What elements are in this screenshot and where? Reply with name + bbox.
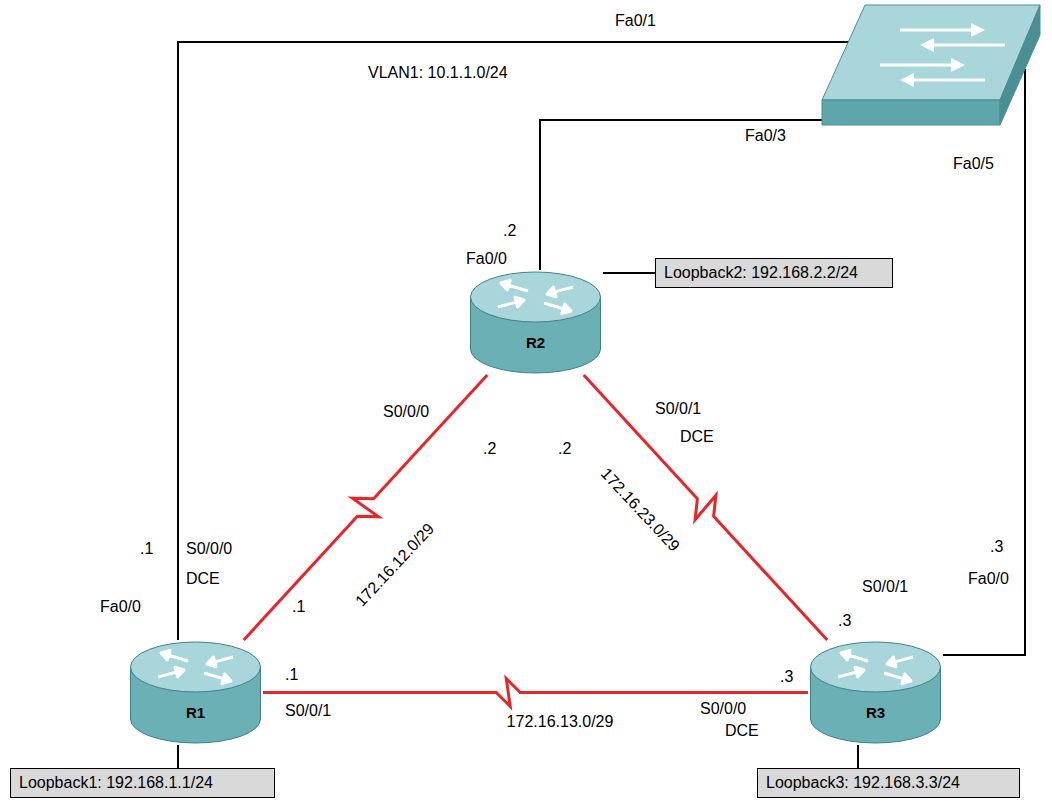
serial-link <box>244 375 488 640</box>
interface-label: Fa0/0 <box>968 570 1009 588</box>
interface-label: .1 <box>285 666 298 684</box>
router-shape <box>128 640 263 745</box>
interface-label: S0/0/0 <box>186 540 232 558</box>
ethernet-wire <box>540 120 822 270</box>
ethernet-wire <box>178 42 848 640</box>
interface-label: .1 <box>292 598 305 616</box>
subnet-label: 172.16.13.0/29 <box>507 713 614 731</box>
switch-side <box>1000 5 1040 125</box>
serial-link <box>584 375 828 640</box>
switch-front <box>822 100 1000 125</box>
loopback-address: Loopback2: 192.168.2.2/24 <box>664 264 858 282</box>
router-icon: R3 <box>808 640 943 745</box>
router-name: R3 <box>808 704 943 722</box>
interface-label: S0/0/1 <box>285 702 331 720</box>
subnet-label: 172.16.12.0/29 <box>352 520 438 610</box>
router-shape <box>468 270 603 375</box>
loopback-address: Loopback1: 192.168.1.1/24 <box>19 774 213 792</box>
loopback-address: Loopback3: 192.168.3.3/24 <box>766 774 960 792</box>
interface-label: DCE <box>186 570 220 588</box>
interface-label: Fa0/0 <box>100 598 141 616</box>
interface-label: .2 <box>483 440 496 458</box>
loopback-box: Loopback1: 192.168.1.1/24 <box>10 768 275 798</box>
loopback-box: Loopback2: 192.168.2.2/24 <box>655 258 893 288</box>
interface-label: S0/0/1 <box>862 578 908 596</box>
interface-label: Fa0/5 <box>953 155 994 173</box>
router-name: R2 <box>468 334 603 352</box>
router-name: R1 <box>128 704 263 722</box>
loopback-link <box>857 745 859 768</box>
switch-arrows <box>880 23 1005 87</box>
interface-label: S0/0/0 <box>700 700 746 718</box>
interface-label: .3 <box>990 538 1003 556</box>
loopback-link <box>603 272 655 274</box>
interface-label: .3 <box>780 668 793 686</box>
loopback-box: Loopback3: 192.168.3.3/24 <box>757 768 1020 798</box>
interface-label: VLAN1: 10.1.1.0/24 <box>368 64 508 82</box>
switch-symbol <box>822 5 1040 125</box>
router-icon: R1 <box>128 640 263 745</box>
router-shape <box>808 640 943 745</box>
loopback-link <box>177 745 179 768</box>
interface-label: DCE <box>680 428 714 446</box>
interface-label: Fa0/3 <box>745 127 786 145</box>
interface-label: .1 <box>140 540 153 558</box>
interface-label: S0/0/0 <box>383 403 429 421</box>
interface-label: S0/0/1 <box>655 400 701 418</box>
interface-label: Fa0/1 <box>615 12 656 30</box>
interface-label: DCE <box>725 722 759 740</box>
router-icon: R2 <box>468 270 603 375</box>
subnet-label: 172.16.23.0/29 <box>597 465 683 555</box>
interface-label: .2 <box>503 222 516 240</box>
interface-label: .2 <box>558 440 571 458</box>
interface-label: Fa0/0 <box>466 250 507 268</box>
ethernet-wire <box>943 69 1025 655</box>
interface-label: .3 <box>838 612 851 630</box>
